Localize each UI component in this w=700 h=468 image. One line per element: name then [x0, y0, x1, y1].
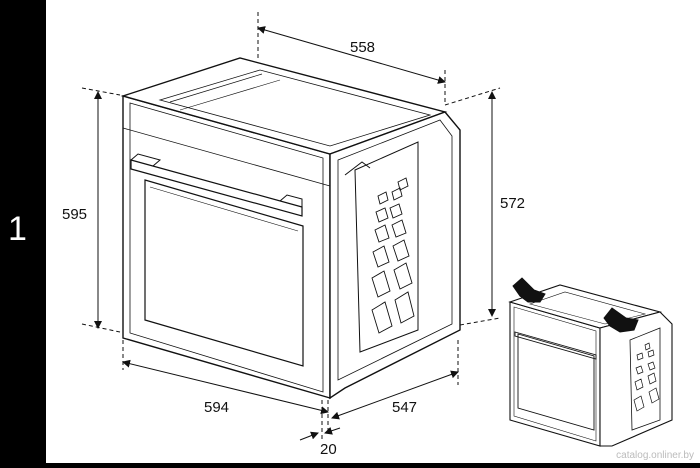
oven-dimension-drawing: 558 595 572 594 547 20 — [62, 12, 673, 458]
dim-label-547: 547 — [392, 399, 417, 416]
install-hand-icons — [512, 277, 639, 333]
step-sidebar: 1 — [0, 0, 46, 463]
dim-line-558 — [257, 26, 446, 84]
main-oven — [120, 57, 461, 400]
small-oven-side — [599, 311, 673, 447]
dim-label-595: 595 — [62, 206, 87, 223]
diagram-panel: 558 595 572 594 547 20 — [46, 0, 700, 463]
step-number: 1 — [8, 210, 27, 248]
dim-line-547 — [331, 370, 459, 420]
dim-label-572: 572 — [500, 195, 525, 212]
hand-right-icon — [603, 307, 639, 333]
dim-label-594: 594 — [204, 399, 229, 416]
vent-slots — [371, 177, 415, 334]
dim-line-594 — [122, 359, 329, 415]
dim-label-558: 558 — [350, 39, 375, 56]
hand-left-icon — [512, 277, 546, 303]
dim-line-20 — [299, 431, 319, 441]
dim-label-20: 20 — [320, 441, 337, 458]
install-oven — [508, 284, 673, 447]
oven-side — [329, 111, 461, 400]
side-vent-panel — [354, 141, 419, 353]
small-vent-slots — [633, 342, 660, 412]
oven-handle — [130, 159, 303, 217]
watermark: catalog.onliner.by — [616, 450, 694, 461]
dimension-lines — [81, 12, 501, 441]
